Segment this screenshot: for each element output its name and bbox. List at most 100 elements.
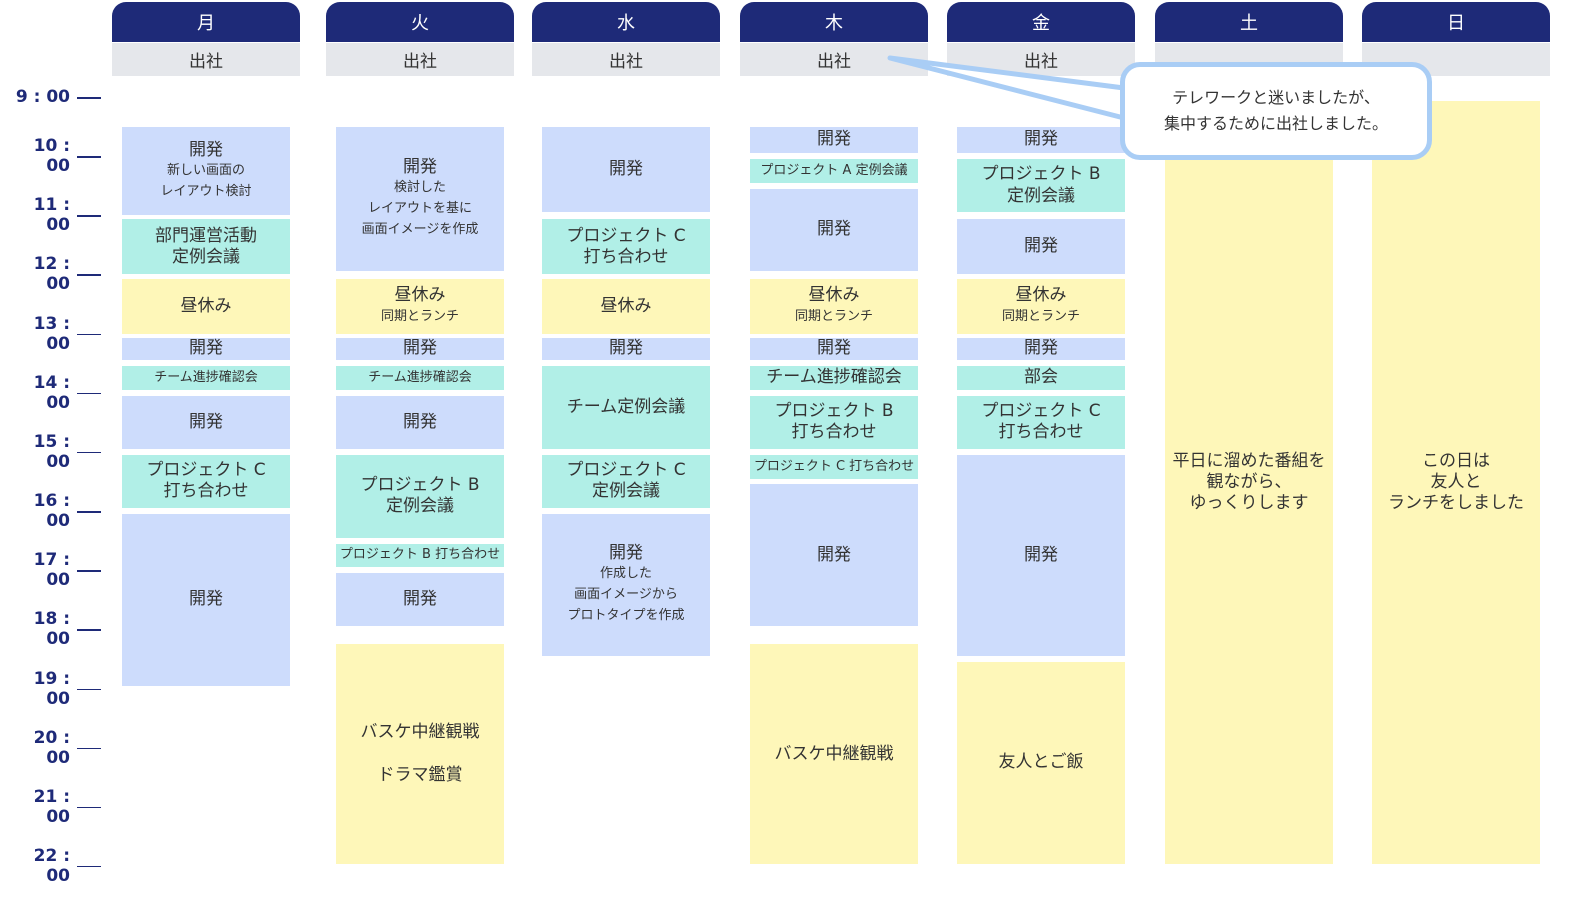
work-status: 出社 (740, 43, 928, 76)
event-title: 開発 (1024, 236, 1058, 257)
event-title: 部会 (1024, 367, 1058, 388)
event-title: プロジェクト C 打ち合わせ (753, 458, 915, 474)
event-title: 開発 (609, 158, 643, 179)
schedule-event[interactable]: 開発作成した 画面イメージから プロトタイプを作成 (542, 514, 710, 656)
hour-label: 11 : 00 (33, 195, 70, 236)
event-title: 開発 (189, 139, 223, 160)
event-title: チーム定例会議 (566, 396, 686, 417)
event-title: バスケ中継観戦 (774, 743, 894, 764)
schedule-event[interactable]: 開発 (957, 219, 1125, 275)
event-title: 開発 (817, 219, 851, 240)
schedule-event[interactable]: 昼休み (542, 279, 710, 334)
schedule-event[interactable]: 開発 (336, 395, 504, 449)
event-title: プロジェクト B 打ち合わせ (339, 547, 501, 563)
event-title: プロジェクト C 打ち合わせ (146, 460, 266, 502)
event-title: 昼休み (394, 285, 446, 306)
schedule-event[interactable]: 開発 (122, 337, 290, 361)
event-title: 開発 (609, 543, 643, 564)
event-title: 開発 (403, 589, 437, 610)
schedule-event[interactable]: 開発 (542, 126, 710, 213)
hour-tick (77, 865, 101, 868)
work-status: 出社 (326, 43, 514, 76)
event-title: 開発 (817, 129, 851, 150)
schedule-event[interactable]: 開発検討した レイアウトを基に 画面イメージを作成 (336, 126, 504, 272)
schedule-event[interactable]: プロジェクト B 定例会議 (957, 159, 1125, 213)
event-note: 同期とランチ (380, 308, 459, 324)
schedule-event[interactable]: 開発 (542, 337, 710, 361)
schedule-event[interactable]: 開発 (750, 337, 918, 361)
schedule-event[interactable]: プロジェクト C 定例会議 (542, 454, 710, 509)
event-title: 開発 (1024, 129, 1058, 150)
hour-label: 19 : 00 (33, 668, 70, 709)
hour-tick (77, 806, 101, 809)
schedule-event[interactable]: 開発 (750, 188, 918, 272)
hour-tick (77, 156, 101, 158)
event-title: プロジェクト B 定例会議 (360, 474, 480, 517)
day-header: 水 (532, 2, 720, 42)
day-header: 火 (326, 2, 514, 42)
hour-label: 10 : 00 (33, 136, 70, 177)
hour-tick (77, 629, 101, 631)
schedule-event[interactable]: チーム定例会議 (542, 366, 710, 449)
event-title: 開発 (403, 157, 437, 178)
event-note: 同期とランチ (1001, 308, 1080, 324)
schedule-event[interactable]: プロジェクト B 打ち合わせ (750, 395, 918, 449)
schedule-event[interactable]: 開発 (750, 484, 918, 627)
schedule-event[interactable]: プロジェクト A 定例会議 (750, 159, 918, 183)
day-header: 月 (112, 2, 300, 42)
hour-tick (77, 570, 101, 572)
schedule-event[interactable]: プロジェクト B 打ち合わせ (336, 543, 504, 568)
event-title: プロジェクト C 定例会議 (566, 460, 686, 502)
schedule-event[interactable]: 友人とご飯 (957, 661, 1125, 865)
schedule-event[interactable]: 部会 (957, 366, 1125, 390)
event-title: この日は 友人と ランチをしました (1388, 450, 1524, 514)
callout-bubble: テレワークと迷いましたが、 集中するために出社しました。 (1120, 62, 1432, 160)
schedule-event[interactable]: 昼休み同期とランチ (750, 279, 918, 334)
event-note: 新しい画面の レイアウト検討 (160, 162, 252, 199)
schedule-event[interactable]: 開発 (750, 126, 918, 154)
schedule-event[interactable]: 昼休み同期とランチ (336, 279, 504, 334)
event-title: 開発 (1024, 544, 1058, 565)
schedule-event[interactable]: 開発新しい画面の レイアウト検討 (122, 126, 290, 216)
schedule-event[interactable]: プロジェクト C 打ち合わせ (750, 454, 918, 479)
event-title: チーム進捗確認会 (154, 369, 258, 385)
hour-label: 9 : 00 (15, 87, 70, 107)
schedule-event[interactable]: 開発 (957, 454, 1125, 656)
schedule-event[interactable]: プロジェクト C 打ち合わせ (122, 454, 290, 509)
schedule-event[interactable]: 開発 (122, 514, 290, 686)
schedule-event[interactable]: この日は 友人と ランチをしました (1372, 101, 1540, 865)
event-title: 友人とご飯 (998, 752, 1084, 773)
schedule-event[interactable]: 開発 (957, 126, 1125, 154)
event-title: プロジェクト B 定例会議 (981, 164, 1101, 206)
event-title: 部門運営活動 定例会議 (155, 225, 257, 267)
schedule-event[interactable]: チーム進捗確認会 (122, 366, 290, 390)
event-title: 平日に溜めた番組を 観ながら、 ゆっくりします (1172, 450, 1326, 514)
event-title: 開発 (1024, 338, 1058, 359)
schedule-event[interactable]: バスケ中継観戦 ドラマ鑑賞 (336, 644, 504, 865)
day-header: 木 (740, 2, 928, 42)
schedule-event[interactable]: プロジェクト B 定例会議 (336, 454, 504, 538)
callout-line-1: テレワークと迷いましたが、 (1172, 88, 1380, 108)
schedule-event[interactable]: 平日に溜めた番組を 観ながら、 ゆっくりします (1165, 101, 1333, 865)
schedule-event[interactable]: プロジェクト C 打ち合わせ (542, 219, 710, 275)
schedule-event[interactable]: チーム進捗確認会 (750, 366, 918, 390)
schedule-event[interactable]: 部門運営活動 定例会議 (122, 219, 290, 275)
callout-line-2: 集中するために出社しました。 (1163, 114, 1388, 133)
schedule-event[interactable]: 開発 (336, 573, 504, 627)
schedule-event[interactable]: 昼休み同期とランチ (957, 279, 1125, 334)
day-header: 金 (947, 2, 1135, 42)
schedule-event[interactable]: チーム進捗確認会 (336, 366, 504, 390)
hour-tick (77, 747, 101, 750)
event-title: 昼休み (600, 295, 652, 316)
event-title: 開発 (817, 544, 851, 565)
event-note: 同期とランチ (794, 308, 873, 324)
schedule-event[interactable]: 開発 (122, 395, 290, 449)
schedule-event[interactable]: バスケ中継観戦 (750, 644, 918, 865)
schedule-event[interactable]: 開発 (336, 337, 504, 361)
hour-label: 22 : 00 (33, 845, 70, 886)
schedule-event[interactable]: プロジェクト C 打ち合わせ (957, 395, 1125, 449)
schedule-event[interactable]: 昼休み (122, 279, 290, 334)
event-title: プロジェクト C 打ち合わせ (981, 401, 1101, 443)
hour-tick (77, 392, 101, 395)
schedule-event[interactable]: 開発 (957, 337, 1125, 361)
